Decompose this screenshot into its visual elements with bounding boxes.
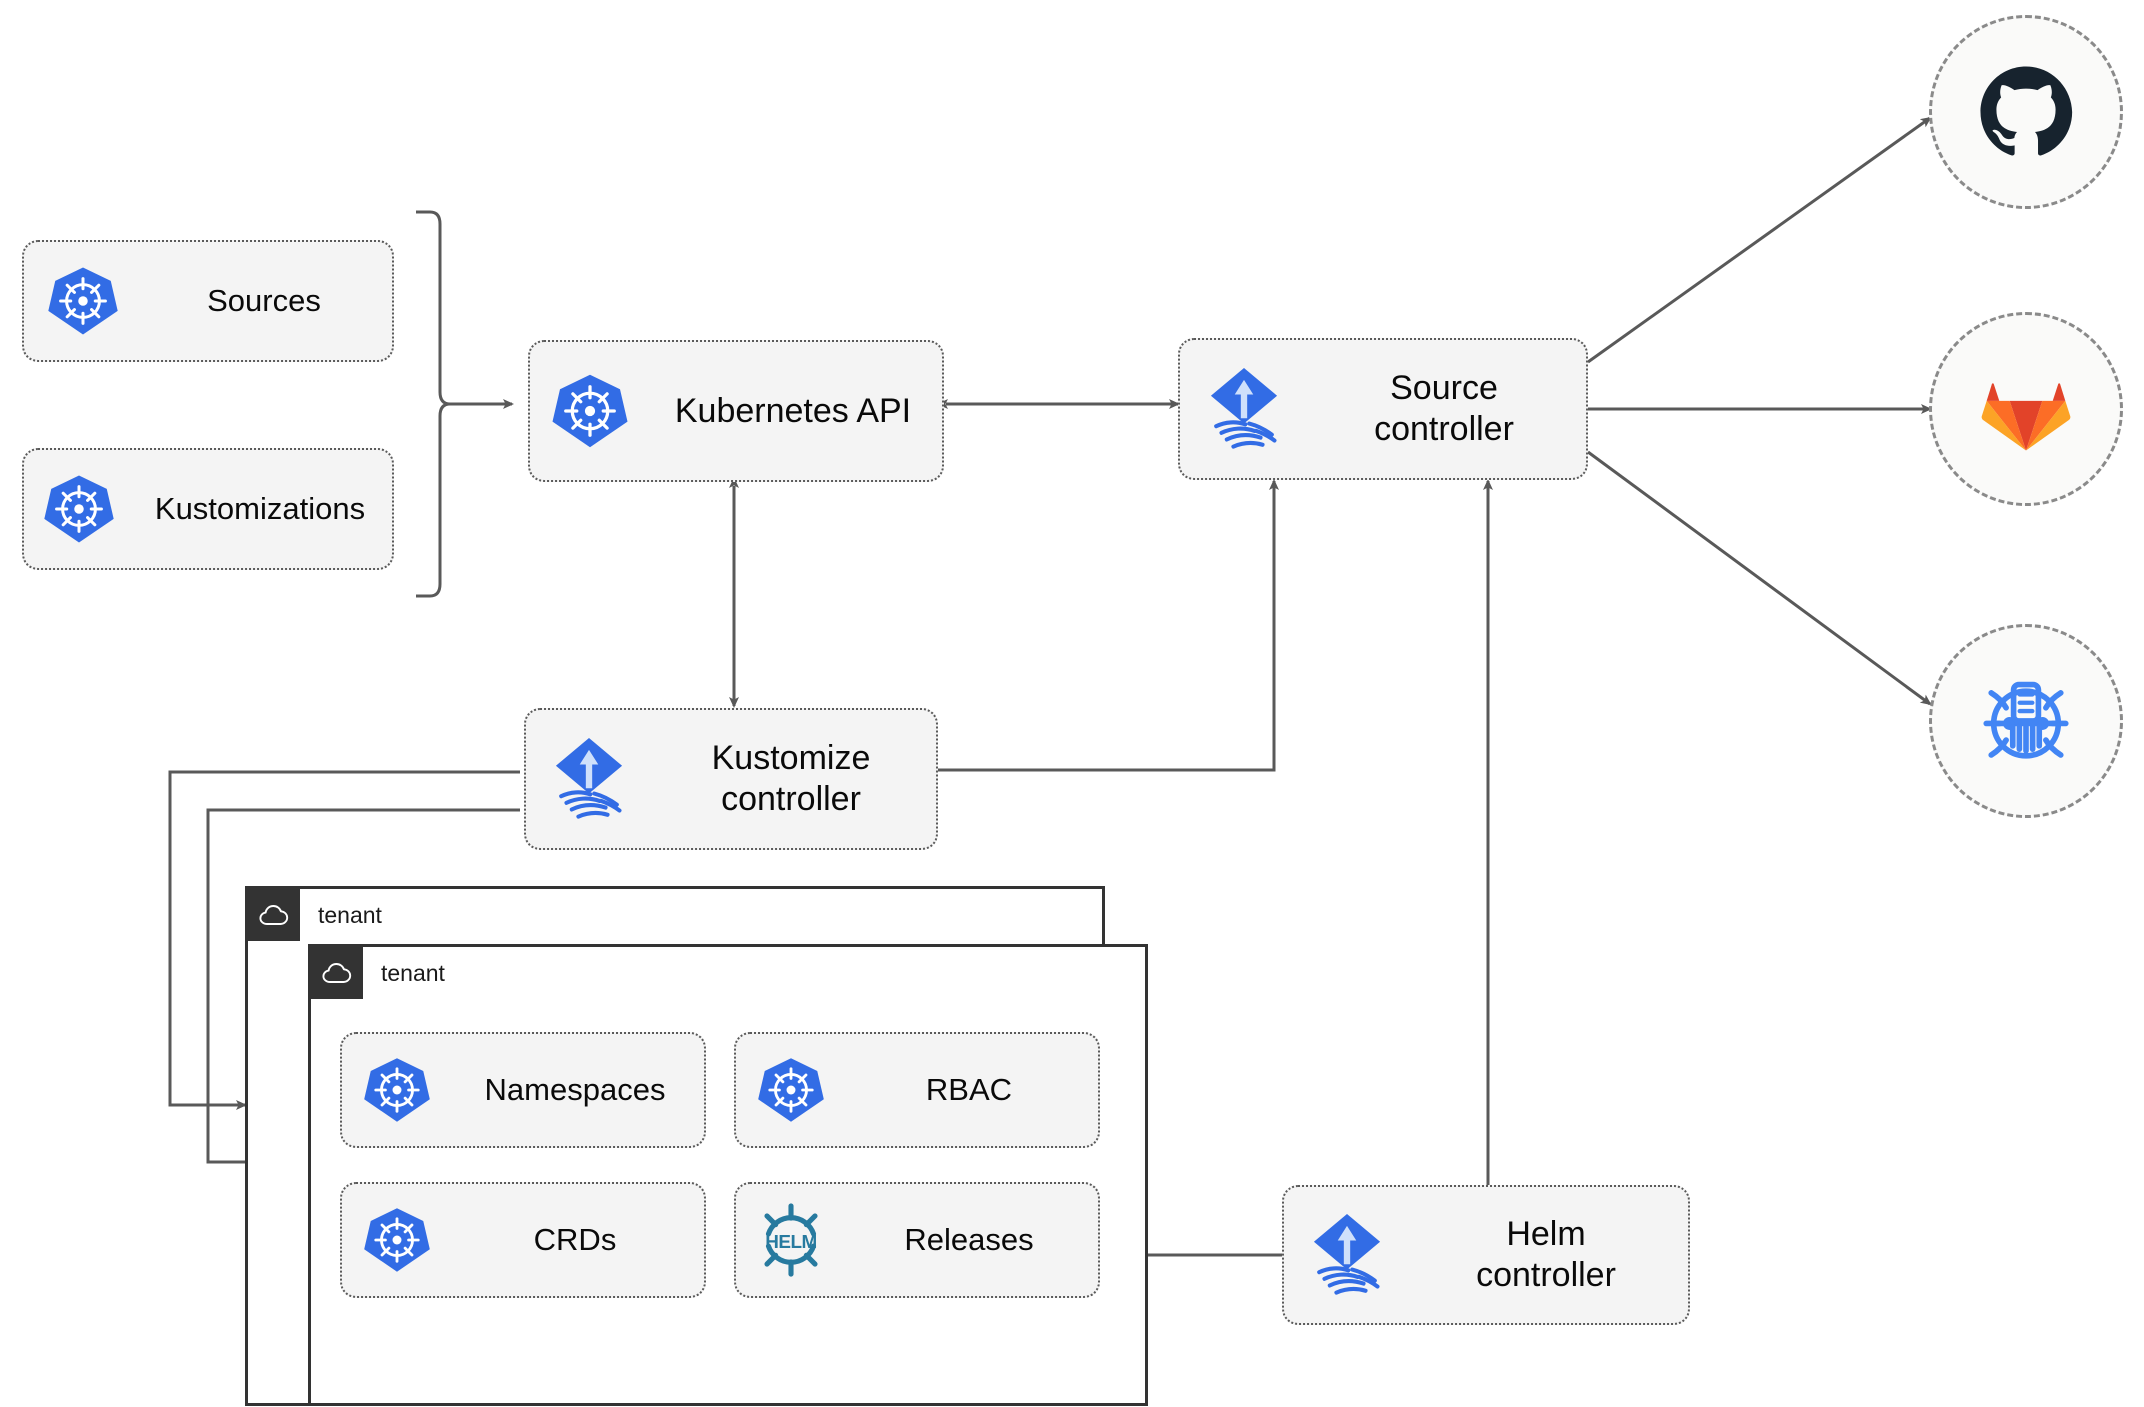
gitlab-icon bbox=[1978, 363, 2074, 455]
kubernetes-icon bbox=[24, 472, 134, 546]
node-label: CRDs bbox=[533, 1222, 617, 1258]
node-namespaces[interactable]: Namespaces bbox=[340, 1032, 706, 1148]
node-label: Helm controller bbox=[1476, 1215, 1616, 1294]
kubernetes-icon bbox=[530, 371, 650, 451]
node-harbor[interactable] bbox=[1929, 624, 2123, 818]
tenant-label-front: tenant bbox=[381, 959, 445, 986]
node-rbac[interactable]: RBAC bbox=[734, 1032, 1100, 1148]
harbor-icon bbox=[1973, 668, 2079, 774]
kubernetes-icon bbox=[24, 264, 142, 338]
tenant-label-back: tenant bbox=[318, 901, 382, 928]
tenant-container-front[interactable]: tenant bbox=[308, 944, 1148, 1406]
tenant-header-back: tenant bbox=[248, 889, 382, 941]
edge-kustomizecontroller-sourcecontroller bbox=[938, 479, 1279, 772]
node-label: Kustomizations bbox=[154, 491, 366, 527]
helm-icon: HELM bbox=[736, 1201, 846, 1279]
node-sources[interactable]: Sources bbox=[22, 240, 394, 362]
node-releases[interactable]: HELM Releases bbox=[734, 1182, 1100, 1298]
node-kubernetes-api[interactable]: Kubernetes API bbox=[528, 340, 944, 482]
node-label: Sources bbox=[207, 283, 321, 319]
node-label: Source controller bbox=[1374, 369, 1514, 448]
kubernetes-icon bbox=[342, 1205, 452, 1275]
tenant-header-front: tenant bbox=[311, 947, 445, 999]
kubernetes-icon bbox=[736, 1055, 846, 1125]
node-kustomize-controller[interactable]: Kustomize controller bbox=[524, 708, 938, 850]
edge-resources-brace bbox=[416, 210, 451, 598]
flux-icon bbox=[1180, 364, 1308, 454]
node-label: RBAC bbox=[925, 1072, 1013, 1108]
edge-sourcecontroller-harbor bbox=[1587, 450, 1932, 706]
cloud-icon bbox=[311, 947, 363, 999]
node-label: Releases bbox=[904, 1222, 1034, 1258]
edge-sourcecontroller-github bbox=[1587, 116, 1932, 364]
node-crds[interactable]: CRDs bbox=[340, 1182, 706, 1298]
flux-icon bbox=[526, 734, 652, 824]
node-label: Kubernetes API bbox=[674, 391, 912, 430]
github-icon bbox=[1974, 60, 2078, 164]
kubernetes-icon bbox=[342, 1055, 452, 1125]
node-label: Kustomize controller bbox=[711, 739, 871, 818]
svg-text:HELM: HELM bbox=[765, 1232, 817, 1253]
node-helm-controller[interactable]: Helm controller bbox=[1282, 1185, 1690, 1325]
node-github[interactable] bbox=[1929, 15, 2123, 209]
cloud-icon bbox=[248, 889, 300, 941]
node-label: Namespaces bbox=[484, 1072, 666, 1108]
node-gitlab[interactable] bbox=[1929, 312, 2123, 506]
flux-icon bbox=[1284, 1210, 1410, 1300]
node-kustomizations[interactable]: Kustomizations bbox=[22, 448, 394, 570]
node-source-controller[interactable]: Source controller bbox=[1178, 338, 1588, 480]
